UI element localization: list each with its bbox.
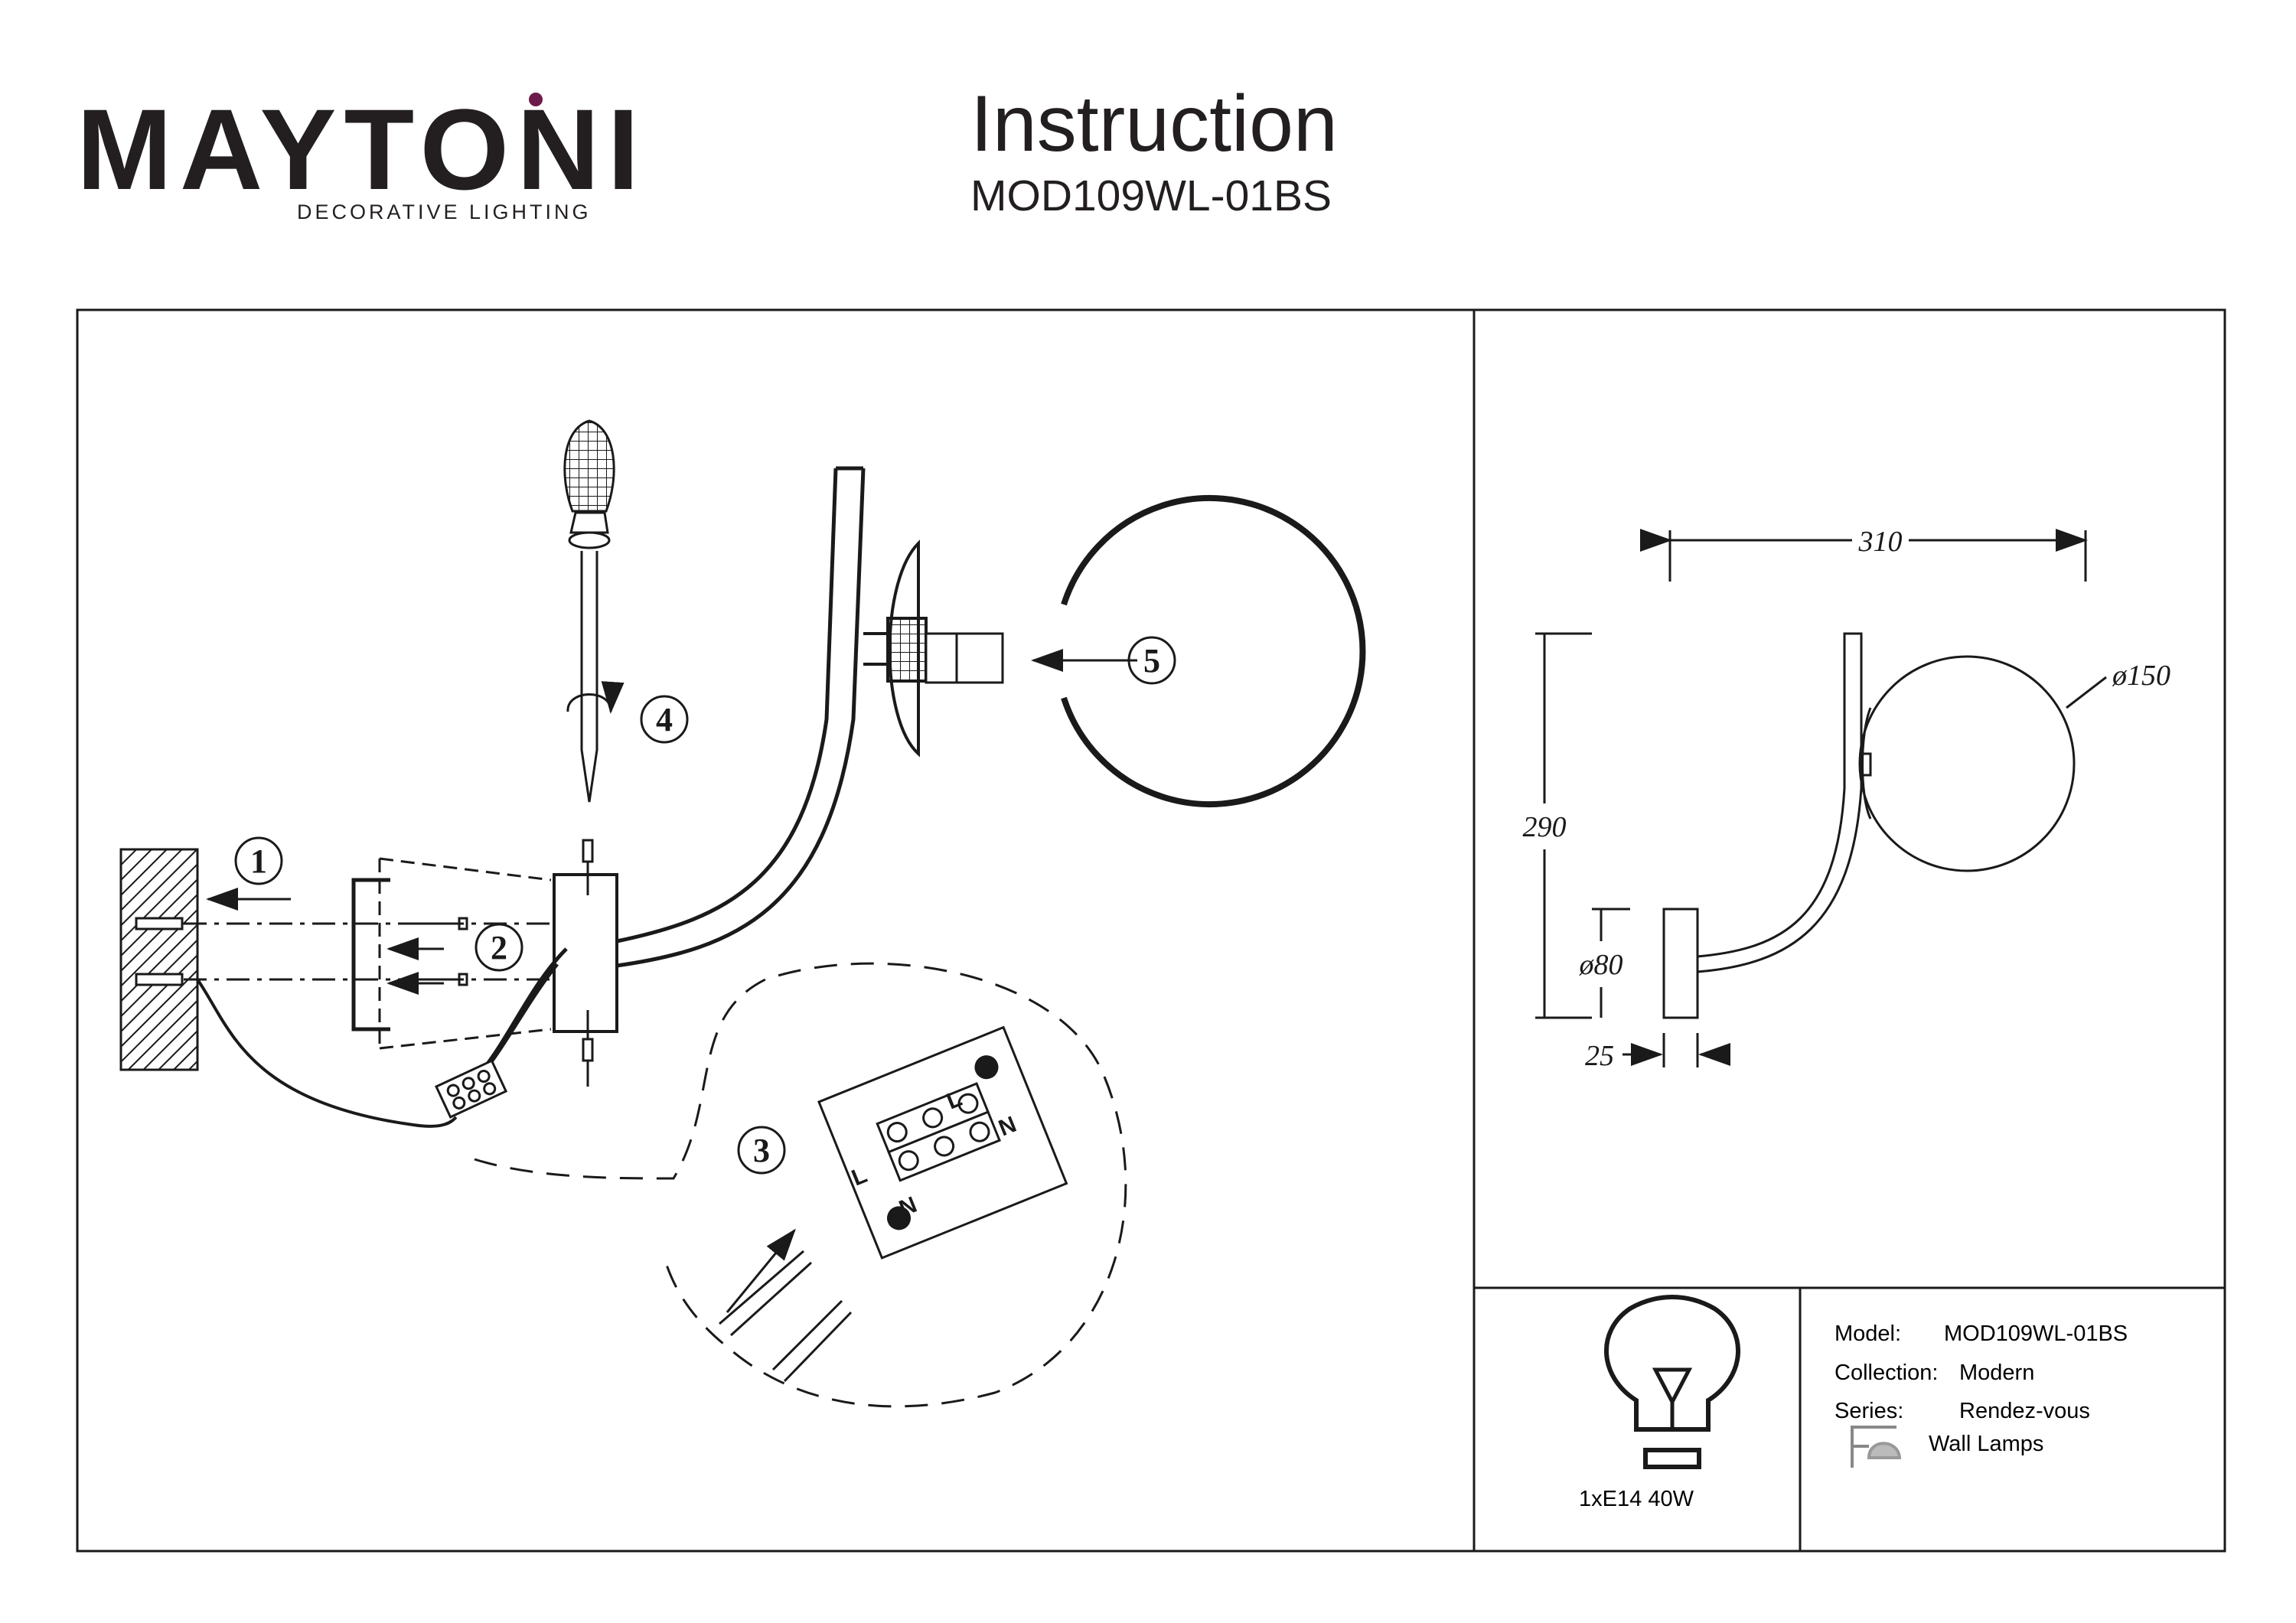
assembly-diagram bbox=[119, 419, 1366, 1408]
dim-base-depth: 25 bbox=[1585, 1040, 1614, 1072]
dim-globe-diameter: ø150 bbox=[2112, 660, 2170, 692]
page-title: Instruction bbox=[970, 80, 1338, 168]
bulb-label: 1xE14 40W bbox=[1579, 1487, 1694, 1511]
globe-side-view bbox=[1858, 655, 2076, 872]
step-markers bbox=[234, 636, 1176, 1175]
dim-height: 290 bbox=[1523, 811, 1567, 843]
spec-type-value: Wall Lamps bbox=[1929, 1432, 2043, 1456]
brand-logo: MAYTONI bbox=[77, 92, 647, 207]
dimension-drawing bbox=[1535, 529, 2107, 1067]
brand-tagline: DECORATIVE LIGHTING bbox=[297, 200, 592, 223]
dim-base-diameter: ø80 bbox=[1579, 949, 1623, 981]
spec-series-value: Rendez-vous bbox=[1959, 1399, 2090, 1423]
step-1: 1 bbox=[250, 842, 267, 880]
terminal-block-zoom bbox=[817, 1025, 1068, 1260]
brand-name: MAYTONI bbox=[77, 85, 647, 213]
spec-collection-value: Modern bbox=[1959, 1361, 2034, 1385]
spec-series-label: Series: bbox=[1835, 1399, 1903, 1423]
step-5: 5 bbox=[1143, 642, 1160, 680]
brand-accent-dot bbox=[529, 93, 543, 106]
glass-globe bbox=[1061, 495, 1366, 807]
bulb-icon bbox=[1604, 1295, 1740, 1469]
spec-collection-label: Collection: bbox=[1835, 1361, 1938, 1385]
step-3: 3 bbox=[753, 1132, 770, 1169]
zoom-callout bbox=[474, 962, 1127, 1408]
wall-section bbox=[119, 848, 199, 1071]
step-2: 2 bbox=[491, 929, 507, 966]
frame-lines bbox=[76, 308, 2226, 1553]
model-code: MOD109WL-01BS bbox=[970, 171, 1332, 220]
terminal-block-icon bbox=[435, 1059, 508, 1119]
dim-width: 310 bbox=[1858, 526, 1903, 558]
step-4: 4 bbox=[656, 701, 673, 738]
spec-model-value: MOD109WL-01BS bbox=[1944, 1322, 2128, 1346]
screwdriver-icon bbox=[563, 419, 625, 803]
wall-lamp-icon bbox=[1851, 1426, 1902, 1468]
spec-model-label: Model: bbox=[1835, 1322, 1901, 1346]
